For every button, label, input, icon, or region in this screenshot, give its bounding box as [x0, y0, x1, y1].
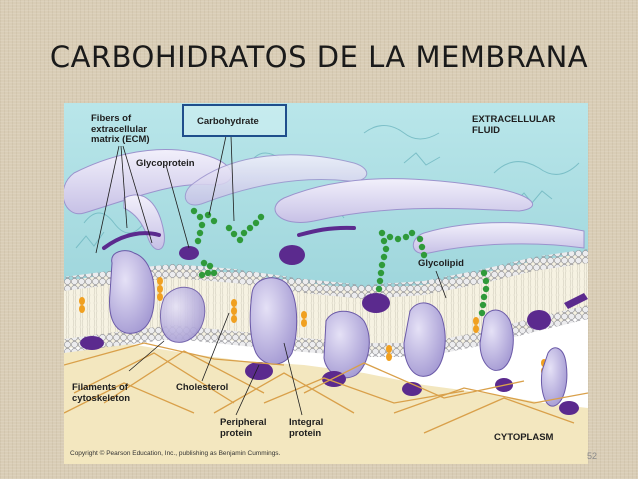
integral-proteins	[109, 250, 568, 407]
page-number: 52	[587, 451, 598, 461]
membrane-illustration	[64, 103, 588, 464]
glycoprotein-label: Glycoprotein	[136, 158, 195, 169]
cholesterol-label: Cholesterol	[176, 382, 229, 393]
membrane-figure: Fibers of extracellular matrix (ECM) Car…	[64, 103, 588, 464]
cytoskeleton-filaments-label: Filaments of cytoskeleton	[72, 382, 131, 404]
glycolipid-label: Glycolipid	[418, 258, 464, 269]
integral-protein-label: Integral protein	[289, 417, 324, 439]
ecm-fibers	[64, 149, 585, 300]
carbohydrate-chains	[190, 207, 490, 317]
cytoplasm-label: CYTOPLASM	[494, 432, 554, 443]
cholesterol-molecules	[79, 277, 547, 375]
carbohydrate-label: Carbohydrate	[197, 116, 259, 127]
cytoplasm-region	[64, 343, 588, 464]
carbohydrate-highlight-box	[182, 104, 287, 137]
peripheral-proteins	[80, 245, 588, 415]
copyright-notice: Copyright © Pearson Education, Inc., pub…	[70, 450, 281, 457]
peripheral-protein-label: Peripheral protein	[220, 417, 267, 439]
ecm-fibers-label: Fibers of extracellular matrix (ECM)	[91, 113, 150, 145]
extracellular-fluid-label: EXTRACELLULAR FLUID	[472, 114, 556, 136]
cytoskeleton-filaments	[64, 342, 588, 434]
slide-title: CARBOHIDRATOS DE LA MEMBRANA	[49, 40, 589, 74]
leader-lines	[95, 135, 447, 416]
